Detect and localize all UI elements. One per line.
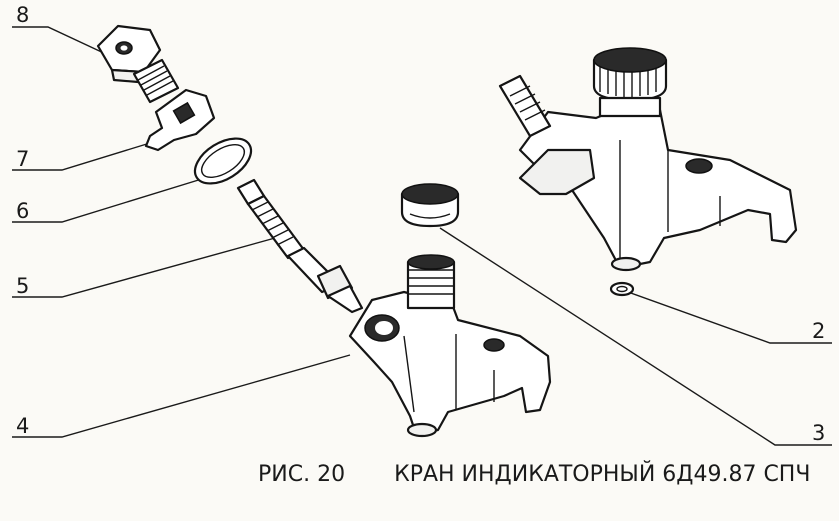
callout-6: 6	[16, 199, 29, 223]
assembled-stem	[498, 74, 552, 138]
assembled-cap	[592, 47, 668, 118]
callout-4: 4	[16, 414, 29, 438]
callout-5: 5	[16, 274, 29, 298]
callout-8: 8	[16, 3, 29, 27]
part-2-small-washer	[609, 281, 635, 297]
leader-lines	[12, 26, 832, 446]
part-4-threaded-neck	[406, 254, 456, 310]
leader-2	[627, 291, 832, 344]
leader-6	[12, 177, 206, 223]
part-6-sealing-ring	[193, 137, 253, 185]
callout-7: 7	[16, 147, 29, 171]
part-7-lock-washer	[144, 88, 216, 152]
figure-title: КРАН ИНДИКАТОРНЫЙ 6Д49.87 СПЧ	[394, 462, 811, 487]
leader-5	[12, 237, 276, 298]
figure-caption: РИС. 20 КРАН ИНДИКАТОРНЫЙ 6Д49.87 СПЧ	[258, 462, 818, 496]
assembled-lock-washer	[518, 148, 596, 196]
part-3-cap	[400, 183, 460, 228]
callout-labels: 8 7 6 5 4 2 3	[16, 3, 825, 445]
leader-7	[12, 142, 151, 171]
part-8-nut	[96, 24, 180, 104]
assembled-valve	[498, 47, 798, 272]
callout-2: 2	[812, 319, 825, 343]
leader-3	[439, 227, 832, 446]
part-5-valve-stem	[236, 178, 364, 314]
leader-4	[12, 354, 351, 438]
figure-number: РИС. 20	[258, 462, 346, 487]
leader-8	[12, 26, 109, 56]
part-4-valve-body	[348, 254, 552, 438]
callout-3: 3	[812, 421, 825, 445]
part-8-thread	[132, 58, 180, 104]
